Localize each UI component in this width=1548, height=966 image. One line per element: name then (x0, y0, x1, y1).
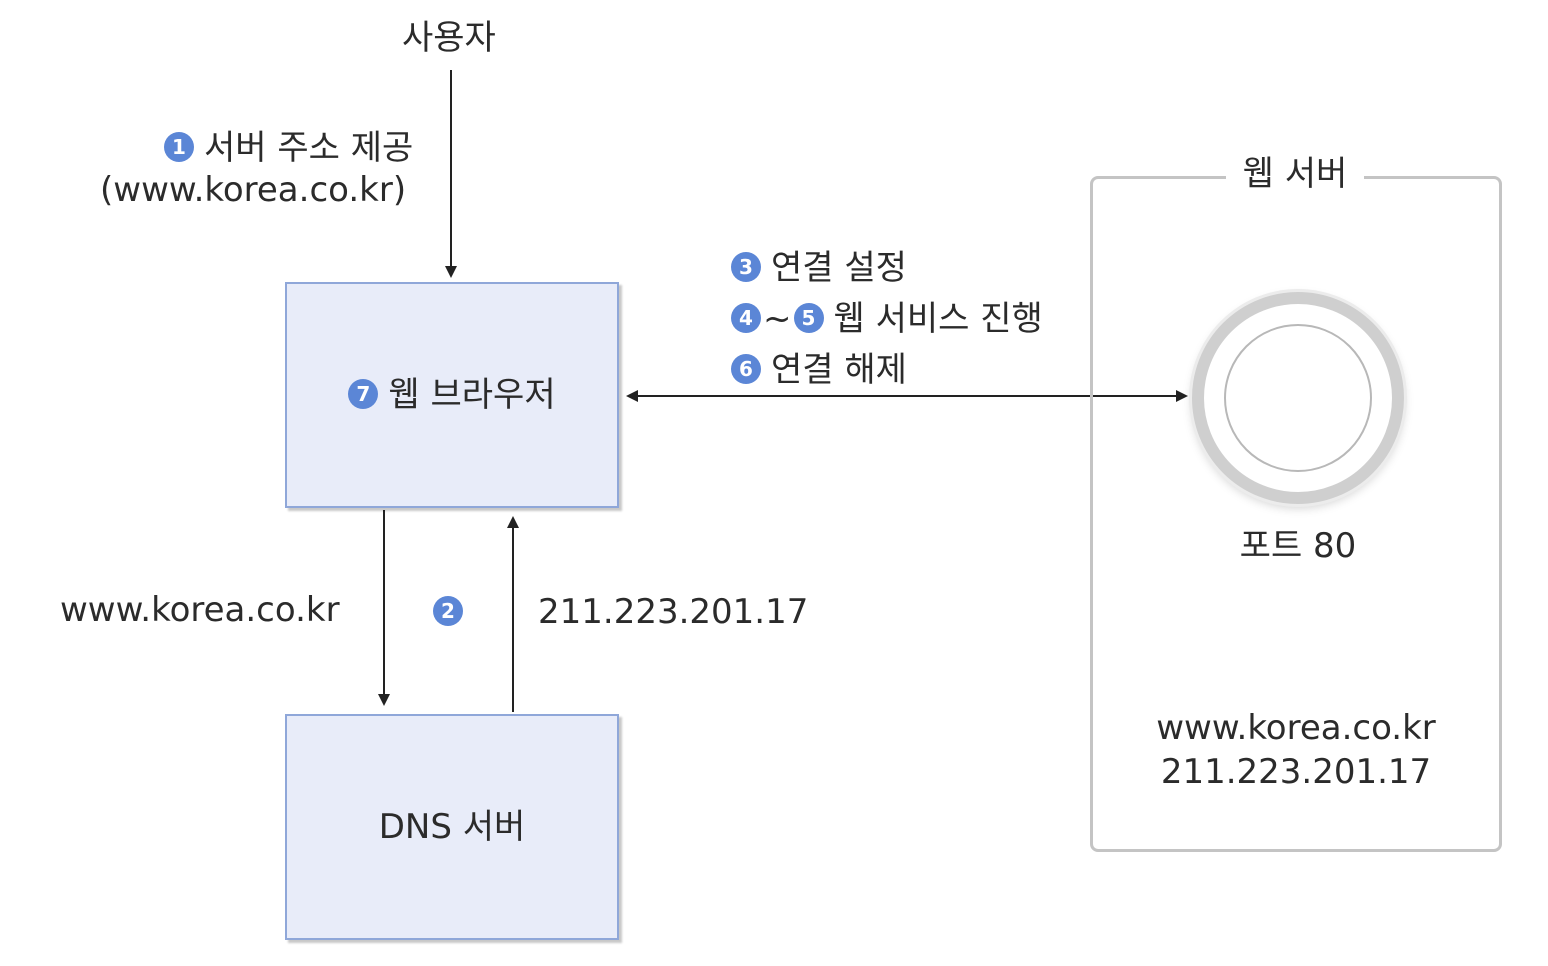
web-server-title: 웹 서버 (1226, 154, 1364, 194)
dns-response-label: 211.223.201.17 (538, 592, 809, 632)
step-badge-3: 3 (731, 251, 761, 282)
step3-label: 연결 설정 (771, 248, 907, 288)
step-badge-6: 6 (731, 353, 761, 384)
step-badge-5: 5 (793, 302, 824, 333)
dns-request-label: www.korea.co.kr (60, 590, 340, 630)
step-badge-4: 4 (731, 302, 761, 333)
step-badge-2: 2 (433, 596, 463, 626)
step3-caption: 3 연결 설정 (731, 248, 907, 288)
user-label: 사용자 (402, 18, 496, 58)
web-server-domain: www.korea.co.kr (1156, 708, 1436, 748)
dns-server-box: DNS 서버 (285, 714, 619, 940)
step1-label: 서버 주소 제공 (204, 128, 414, 168)
step45-label: 웹 서비스 진행 (833, 299, 1043, 339)
step-badge-1: 1 (164, 131, 194, 162)
web-browser-box: 7 웹 브라우저 (285, 282, 619, 508)
web-browser-title: 7 웹 브라우저 (287, 375, 617, 415)
port-80-icon (1192, 292, 1404, 504)
step6-label: 연결 해제 (771, 350, 907, 390)
port-label: 포트 80 (1239, 526, 1357, 566)
web-browser-label: 웹 브라우저 (388, 375, 556, 415)
web-server-frame (1090, 176, 1502, 852)
step1-address: (www.korea.co.kr) (100, 170, 407, 210)
dns-step-badge-wrap: 2 (433, 596, 463, 626)
dns-server-label: DNS 서버 (378, 807, 526, 847)
step45-separator: ~ (763, 299, 792, 339)
step6-caption: 6 연결 해제 (731, 350, 907, 390)
port-inner-circle (1224, 324, 1372, 472)
step1-caption: 1 서버 주소 제공 (164, 128, 413, 168)
step-badge-7: 7 (348, 378, 379, 409)
step45-caption: 4~5 웹 서비스 진행 (731, 299, 1043, 339)
web-server-ip: 211.223.201.17 (1160, 752, 1432, 792)
